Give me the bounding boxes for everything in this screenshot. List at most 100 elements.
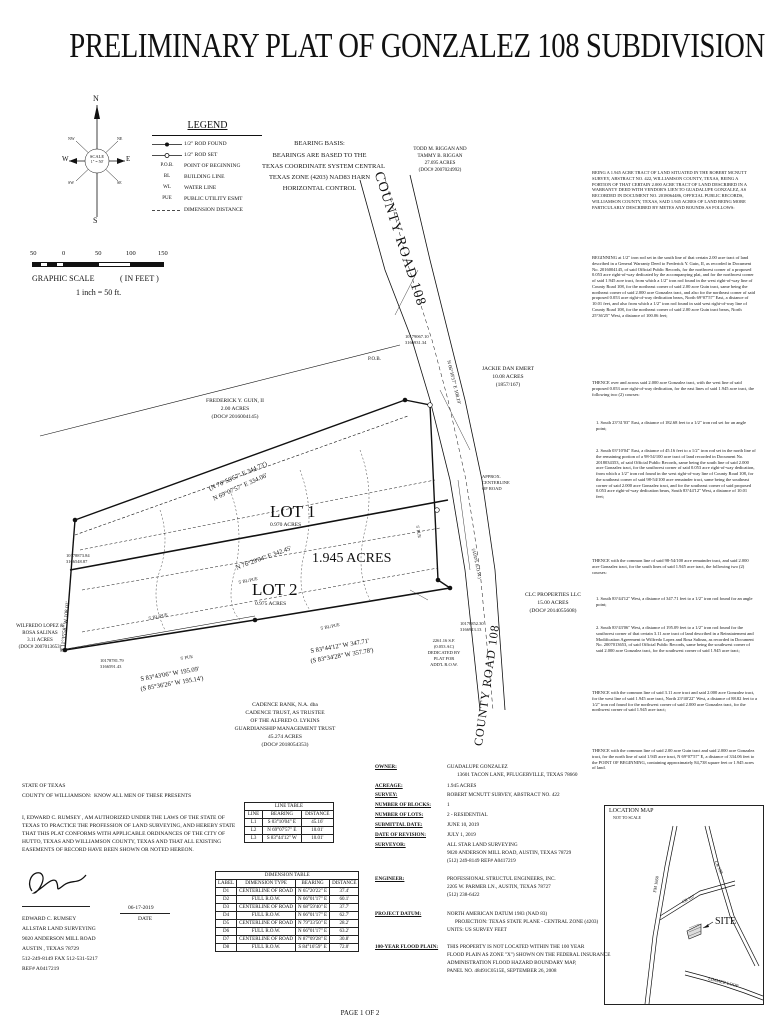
table-cell: 37.4' [329,887,360,896]
legend-symbol: BL [163,174,171,179]
info-value: UNITS: US SURVEY FEET [447,927,507,933]
coord-label: 3166591.43 [100,664,122,669]
table-row: L1 S 03°10'04" E 45.16' [243,818,335,827]
info-value: FLOOD PLAIN AS ZONE "X") SHOWN ON THE FE… [447,952,611,958]
table-cell: 72.0' [329,943,360,952]
legend-row: DIMENSION DISTANCE [152,206,264,215]
total-acres-label: 1.945 ACRES [312,551,392,566]
info-value: 1 [447,802,450,808]
table-header: BEARING [294,879,331,888]
table-row: L2 N 69°07'57" E 10.01' [243,826,335,835]
dedication-label: DEDICATED BY [427,650,461,655]
table-cell: D2 [214,895,238,904]
owner-info-9: PROJECT DATUM: NORTH AMERICAN DATUM 1983… [375,911,605,937]
description-paragraph: BEGINNING at 1/2" iron rod set in the so… [592,255,756,318]
info-key: ENGINEER: [375,876,405,882]
dimension-table: DIMENSION TABLE LABEL DIMENSION TYPE BEA… [214,871,360,952]
description-paragraph: THENCE with the common line of said 98-5… [592,558,749,575]
table-cell: S 03°10'04" E [262,818,302,827]
bearing-basis-line: BEARINGS ARE BASED TO THE [272,152,367,159]
table-cell: L2 [243,826,264,835]
table-cell: N 66°01'17" E [294,895,331,904]
table-cell: FULL R.O.W. [236,911,296,920]
table-cell: N 65°20'22" E [294,887,331,896]
east-label: E [126,155,131,163]
description-paragraph: 2. South 03°10'04" East, a distance of 4… [596,448,756,499]
info-key: OWNER: [375,764,397,770]
tract-label: CADENCE BANK, N.A. dba [252,702,318,708]
lot1-label: LOT 1 [270,502,316,521]
centerline-label: OF ROAD [482,486,502,491]
table-cell: N 68°59'40" E [294,903,331,912]
tract-label: GUARDIANSHIP MANAGEMENT TRUST [234,726,336,732]
table-cell: 37.7' [329,903,360,912]
info-value: 1.945 ACRES [447,783,477,789]
info-value: 13601 TACON LANE, PFLUGERVILLE, TEXAS 78… [457,772,578,778]
info-value: 9020 ANDERSON MILL ROAD, AUSTIN, TEXAS 7… [447,850,572,856]
info-value: PANEL NO. 48491C0515E, SEPTEMBER 26, 200… [447,968,557,974]
table-header: DIMENSION TYPE [236,879,296,888]
scale-tick: 50 [95,250,102,257]
legend-label: DIMENSION DISTANCE [184,207,243,213]
compass-scale-ratio: 1" = 50' [90,159,104,164]
info-key: NUMBER OF BLOCKS: [375,802,432,808]
west-label: W [62,155,69,163]
northwest-label: NW [68,136,75,141]
table-cell: D3 [214,903,238,912]
info-value: GUADALUPE GONZALEZ [447,764,508,770]
table-cell: D1 [214,887,238,896]
tract-label: (DOC# 2007024992) [418,168,462,173]
table-cell: N 66°01'17" E [294,927,331,936]
surveyor-line: AUSTIN , TEXAS 78729 [22,946,80,952]
legend-label: 1/2" ROD SET [184,152,218,158]
northeast-label: NE [117,136,123,141]
legend-row: PUE PUBLIC UTILITY ESMT [152,195,264,204]
info-key: SURVEYOR: [375,842,406,848]
tract-label: (DOC# 2018054353) [261,742,309,748]
legend-row: WL WATER LINE [152,184,264,193]
tract-label: OF THE ALFRED O. LYKINS [250,718,320,724]
table-header: BEARING [262,810,302,819]
scale-tick: 50 [30,250,37,257]
info-key: SURVEY: [375,792,398,798]
tract-label: 45.274 ACRES [268,734,302,740]
info-value: JULY 1, 2019 [447,832,476,838]
coord-label: 10178852.30 [460,621,484,626]
lot2-acres: 0.975 ACRES [255,601,287,607]
legend-row: 1/2" ROD SET [152,151,264,160]
surveyor-line: 512-249-8149 FAX 512-531-5217 [22,956,98,962]
scale-tick: 100 [126,250,136,257]
table-cell: D7 [214,935,238,944]
tract-label: WILFREDO LOPEZ & [16,624,64,629]
owner-info-1: ACREAGE: 1.945 ACRES [375,783,605,791]
table-cell: S 83°44'12" W [262,834,302,843]
compass-rose-icon [69,105,125,217]
tract-label: FREDERICK Y. GUIN, II [206,398,264,404]
bearing-basis-line: TEXAS COORDINATE SYSTEM CENTRAL [262,163,385,170]
table-cell: FULL R.O.W. [236,895,296,904]
page-title: PRELIMINARY PLAT OF GONZALEZ 108 SUBDIVI… [69,26,765,65]
north-label: N [93,94,99,103]
bearing-basis-line: TEXAS ZONE (4203) NAD83 HARN [268,174,371,181]
owner-info-4: NUMBER OF LOTS: 2 - RESIDENTIAL [375,812,605,820]
graphic-scale: 50 0 50 100 150 GRAPHIC SCALE ( IN FEET … [30,248,170,306]
owner-info-7: SURVEYOR: ALL STAR LAND SURVEYING 9020 A… [375,842,605,868]
bearing-basis-title: BEARING BASIS: [294,140,345,147]
southwest-label: SW [68,180,74,185]
table-cell: 30.8' [329,935,360,944]
info-value: NORTH AMERICAN DATUM 1983 (NAD 83) [447,911,548,917]
legend-label: WATER LINE [184,185,217,191]
owner-info-6: DATE OF REVISION: JULY 1, 2019 [375,832,605,840]
legend-label: POINT OF BEGINNING [184,163,241,169]
legend-symbol: P.O.B. [160,163,174,168]
table-cell: 45.16' [300,818,335,827]
legend: LEGEND 1/2" ROD FOUND 1/2" ROD SET P.O.B… [150,120,265,230]
tract-label: ROSA SALINAS [22,631,58,636]
table-cell: D5 [214,919,238,928]
table-cell: 63.2' [329,927,360,936]
table-cell: CENTERLINE OF ROAD [236,919,296,928]
table-cell: L1 [243,818,264,827]
